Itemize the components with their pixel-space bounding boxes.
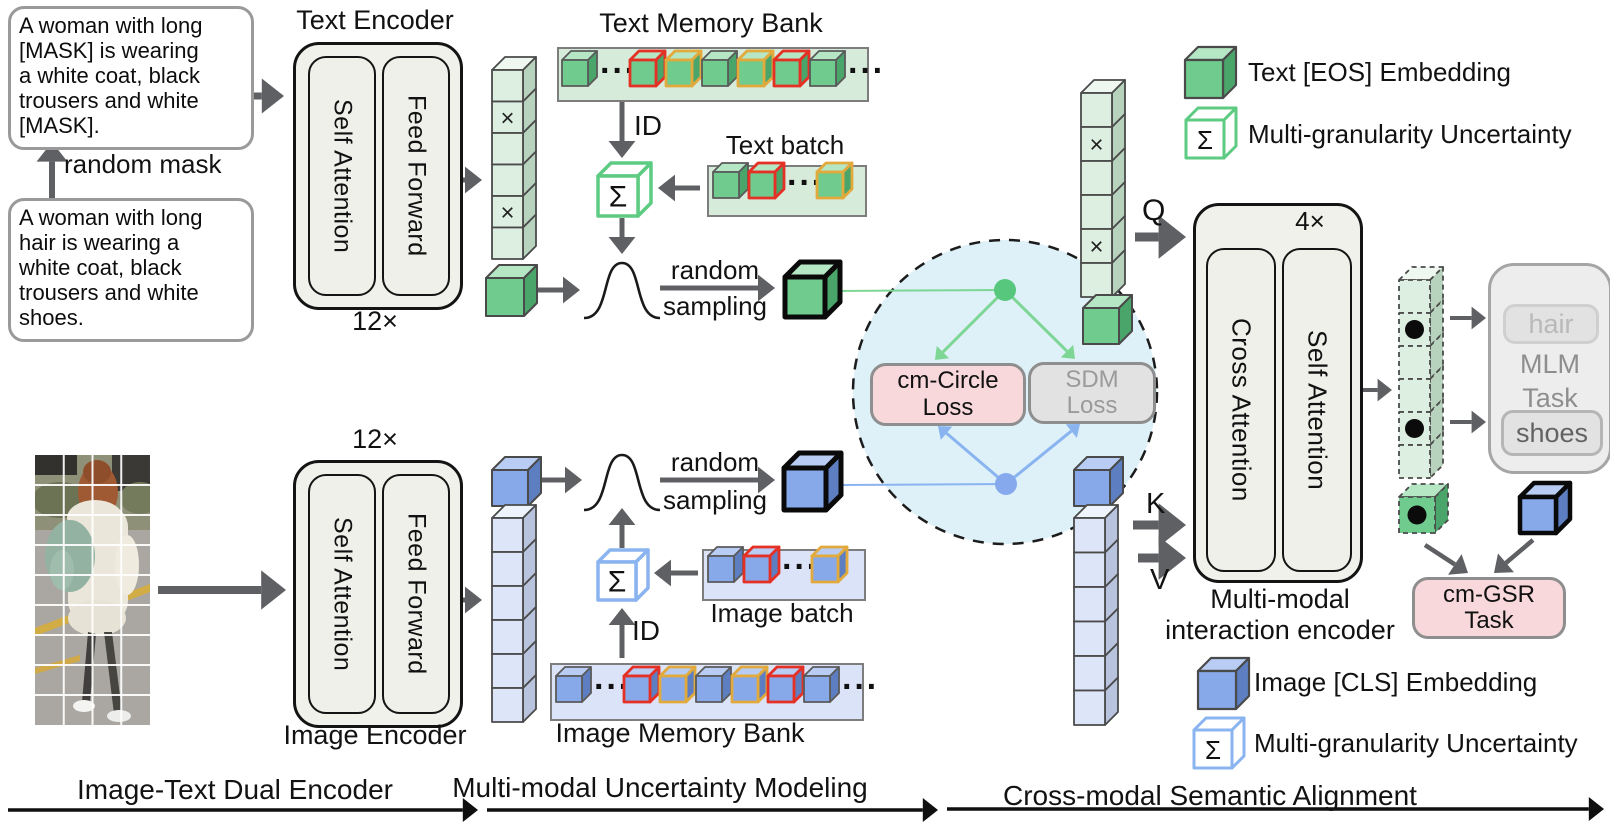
image-cls-cube-icon	[1196, 656, 1251, 711]
text-batch-title: Text batch	[725, 130, 845, 160]
mlm-task-label: MLM Task	[1520, 349, 1580, 413]
mlm-word-shoes: shoes	[1501, 410, 1603, 456]
image-embedding-column	[491, 456, 542, 723]
image-anchor-dot	[995, 473, 1017, 495]
section-dual-encoder: Image-Text Dual Encoder	[77, 774, 393, 805]
image-memory-bank-title: Image Memory Bank	[555, 718, 805, 748]
random-mask-label: random mask	[64, 149, 222, 179]
sampled-image-cube	[781, 450, 844, 513]
interaction-encoder-layers: 4×	[1295, 206, 1325, 236]
interaction-encoder-box: Cross Attention Self Attention	[1193, 203, 1363, 583]
cm-circle-loss-box: cm-Circle Loss	[870, 363, 1026, 426]
sigma-cube-green-icon: Σ	[1184, 106, 1238, 160]
feed-forward-label: Feed Forward	[402, 513, 431, 675]
random-sampling-text-line1: random	[670, 255, 760, 285]
feed-forward-label: Feed Forward	[402, 95, 431, 257]
image-encoder-layers: 12×	[352, 424, 398, 454]
image-encoder-title: Image Encoder	[283, 720, 467, 750]
svg-text:×: ×	[500, 105, 514, 132]
sigma-cube-image: Σ	[596, 548, 650, 602]
random-sampling-image-line2: sampling	[662, 485, 768, 515]
self-attention-label: Self Attention	[328, 98, 357, 254]
legend-text-eos-label: Text [EOS] Embedding	[1248, 57, 1512, 87]
text-encoder-self-attention-block: Self Attention	[308, 56, 376, 296]
self-attention-label: Self Attention	[1302, 329, 1333, 491]
person-image	[35, 455, 150, 725]
id-label-text: ID	[634, 110, 662, 141]
section-uncertainty-modeling: Multi-modal Uncertainty Modeling	[452, 772, 868, 803]
cm-gsr-task-box: cm-GSR Task	[1412, 577, 1566, 639]
svg-text:Σ: Σ	[609, 181, 628, 214]
q-embedding-column: ××	[1080, 79, 1133, 345]
legend-image-cls-label: Image [CLS] Embedding	[1254, 667, 1538, 697]
kv-embedding-column	[1073, 456, 1124, 726]
image-encoder-self-attention-block: Self Attention	[308, 474, 376, 714]
random-sampling-text-line2: sampling	[662, 291, 768, 321]
interaction-encoder-title-line2: interaction encoder	[1165, 615, 1395, 645]
legend-uncertainty-green-label: Multi-granularity Uncertainty	[1248, 119, 1572, 149]
q-label: Q	[1142, 194, 1166, 227]
id-label-image: ID	[632, 615, 660, 646]
cross-attention-block: Cross Attention	[1206, 248, 1276, 572]
sampled-text-cube	[782, 259, 843, 320]
legend-uncertainty-blue-label: Multi-granularity Uncertainty	[1254, 728, 1578, 758]
svg-text:×: ×	[500, 199, 514, 226]
random-sampling-image-line1: random	[670, 447, 760, 477]
svg-text:×: ×	[1089, 132, 1103, 159]
image-batch-band	[702, 549, 866, 601]
svg-text:×: ×	[1089, 234, 1103, 261]
image-memory-bank-band	[550, 663, 864, 721]
mlm-task-box: hair MLM Task shoes	[1488, 263, 1610, 474]
gaussian-icon-text	[583, 261, 661, 320]
source-caption-box: A woman with long hair is wearing a whit…	[8, 198, 254, 342]
k-label: K	[1146, 488, 1166, 520]
svg-text:Σ: Σ	[1205, 735, 1221, 765]
text-batch-band	[707, 165, 867, 217]
text-memory-bank-title: Text Memory Bank	[599, 8, 823, 38]
image-batch-title: Image batch	[710, 598, 854, 628]
gaussian-icon-image	[583, 453, 661, 512]
text-eos-cube-icon	[1183, 45, 1238, 100]
self-attention-label: Self Attention	[328, 516, 357, 672]
masked-caption-box: A woman with long [MASK] is wearing a wh…	[8, 6, 254, 150]
svg-text:Σ: Σ	[1197, 125, 1213, 155]
interaction-encoder-title-line1: Multi-modal	[1210, 584, 1350, 614]
text-embedding-column: ××	[485, 56, 538, 317]
interaction-self-attention-block: Self Attention	[1282, 248, 1352, 572]
image-encoder-box: Self Attention Feed Forward	[293, 460, 463, 728]
text-encoder-box: Self Attention Feed Forward	[293, 42, 463, 310]
text-encoder-layers: 12×	[352, 306, 398, 336]
text-encoder-title: Text Encoder	[296, 5, 454, 35]
output-dashed-column	[1398, 266, 1449, 534]
svg-text:Σ: Σ	[608, 566, 627, 599]
text-anchor-dot	[994, 279, 1016, 301]
text-memory-bank-band	[557, 47, 869, 102]
mlm-word-shoes-label: shoes	[1515, 417, 1589, 448]
sigma-cube-text: Σ	[596, 161, 653, 218]
image-encoder-feed-forward-block: Feed Forward	[382, 474, 450, 714]
sdm-loss-box: SDM Loss	[1028, 362, 1156, 424]
text-encoder-feed-forward-block: Feed Forward	[382, 56, 450, 296]
gsr-image-cube	[1517, 480, 1573, 536]
section-semantic-alignment: Cross-modal Semantic Alignment	[1003, 780, 1417, 811]
mlm-word-hair-label: hair	[1528, 308, 1574, 339]
sigma-cube-blue-icon: Σ	[1192, 716, 1246, 770]
cross-attention-label: Cross Attention	[1226, 318, 1257, 502]
mlm-word-hair: hair	[1503, 304, 1599, 344]
